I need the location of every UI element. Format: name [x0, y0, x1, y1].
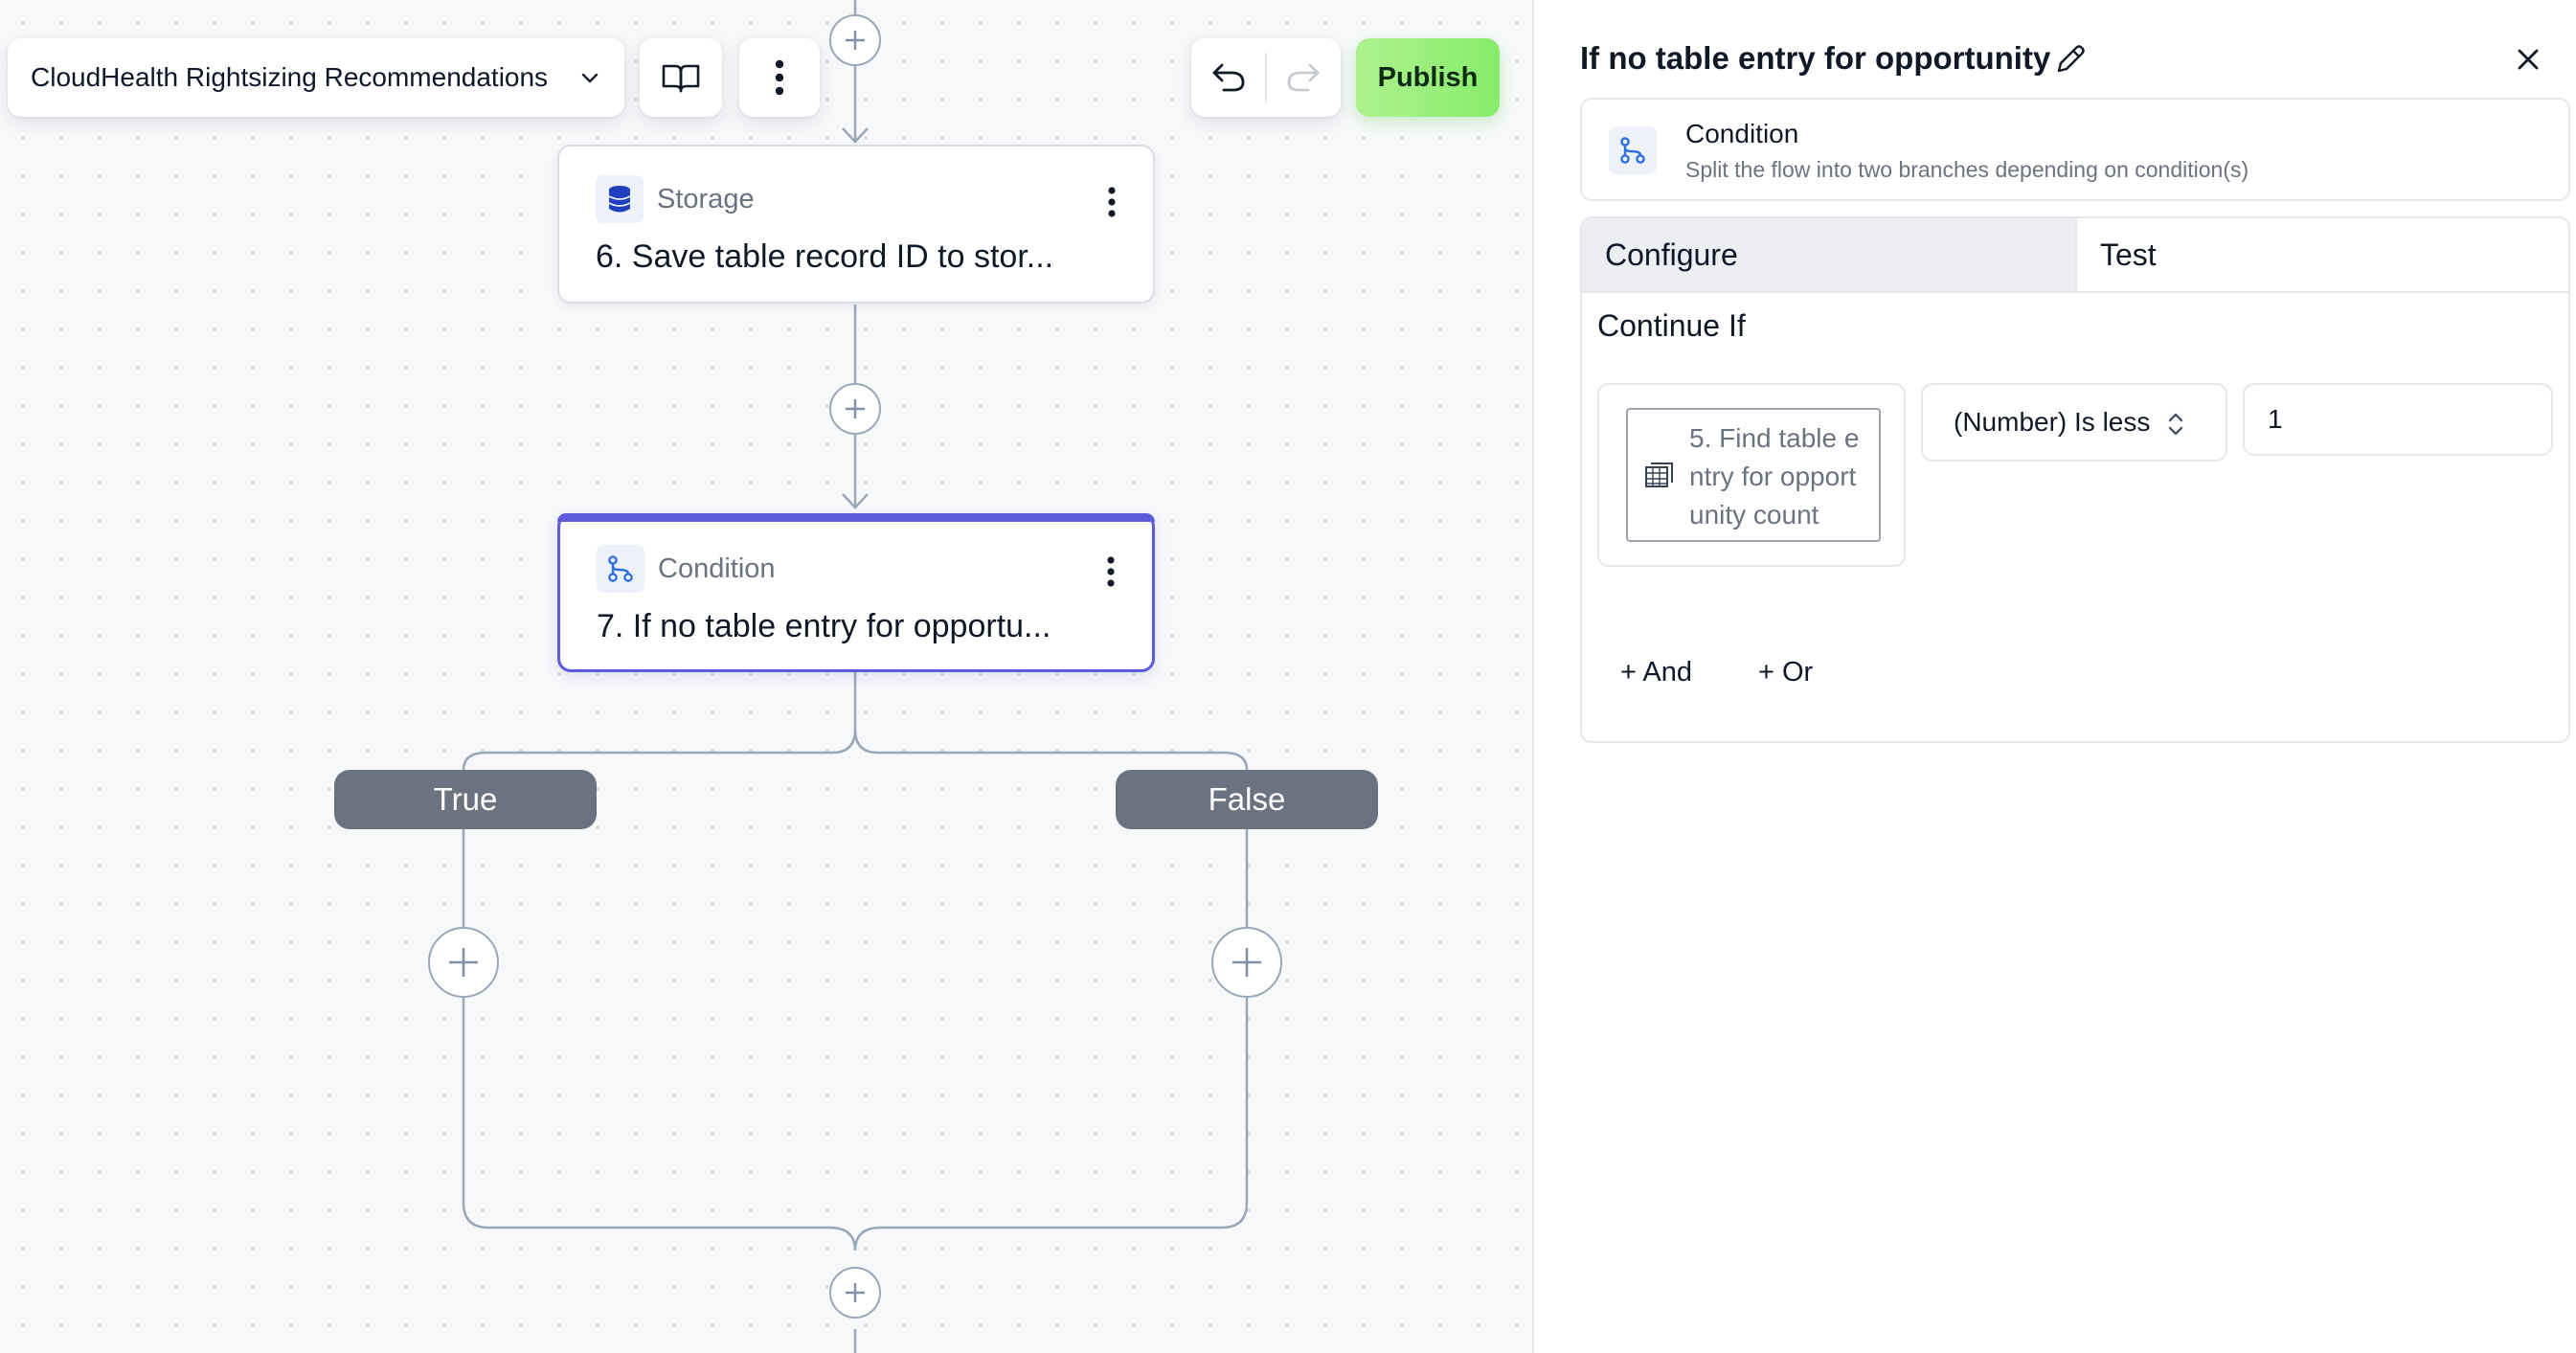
flow-selector[interactable]: CloudHealth Rightsizing Recommendations: [8, 38, 624, 117]
close-button[interactable]: [2509, 40, 2547, 79]
add-step-true-button[interactable]: [428, 927, 499, 998]
node-kind: Condition: [658, 552, 776, 584]
continue-if-label: Continue If: [1597, 308, 1746, 343]
database-icon: [596, 175, 644, 223]
branch-icon: [597, 545, 644, 593]
undo-button[interactable]: [1191, 38, 1265, 117]
add-step-false-button[interactable]: [1211, 927, 1282, 998]
add-step-button[interactable]: [829, 1267, 881, 1319]
chevron-down-icon: [581, 73, 599, 83]
plus-icon: [449, 948, 478, 977]
arrow-head-top: [842, 127, 869, 144]
add-and-button[interactable]: + And: [1620, 657, 1692, 688]
branch-true-label: True: [334, 770, 597, 829]
tab-configure[interactable]: Configure: [1582, 218, 2075, 291]
chevron-up-down-icon: [2168, 413, 2183, 436]
plus-icon: [846, 31, 865, 50]
node-kind: Storage: [657, 183, 755, 214]
add-or-button[interactable]: + Or: [1758, 657, 1814, 688]
undo-icon: [1212, 63, 1244, 92]
kebab-icon: [1107, 556, 1115, 587]
close-icon: [2518, 49, 2539, 70]
plus-icon: [846, 1283, 865, 1302]
condition-operator-select[interactable]: (Number) Is less: [1921, 383, 2227, 462]
connector-true: [462, 672, 857, 771]
condition-variable-field[interactable]: 5. Find table entry for opportunity coun…: [1626, 408, 1881, 542]
undo-redo-group: [1191, 38, 1341, 117]
redo-icon: [1288, 63, 1320, 92]
node-menu-button[interactable]: [1096, 552, 1125, 591]
kebab-icon: [775, 59, 784, 96]
flow-canvas[interactable]: CloudHealth Rightsizing Recommendations: [0, 0, 1534, 1353]
branch-false-label: False: [1116, 770, 1378, 829]
step-info-card: Condition Split the flow into two branch…: [1580, 98, 2570, 201]
operator-value: (Number) Is less: [1954, 407, 2151, 437]
tab-bar: Configure Test: [1582, 218, 2568, 293]
redo-button[interactable]: [1267, 38, 1341, 117]
plus-icon: [1232, 948, 1261, 977]
step-description: Split the flow into two branches dependi…: [1685, 157, 2249, 182]
add-step-button[interactable]: [829, 383, 881, 435]
step-name: Condition: [1685, 119, 1799, 148]
table-icon: [1645, 462, 1673, 487]
pencil-icon[interactable]: [2053, 42, 2088, 77]
node-label: 7. If no table entry for opportu...: [597, 608, 1051, 644]
plus-icon: [846, 399, 865, 418]
book-icon: [662, 64, 700, 93]
condition-variable-box: 5. Find table entry for opportunity coun…: [1597, 383, 1906, 567]
connector-false-merge: [853, 829, 1249, 1252]
branch-icon: [1609, 126, 1657, 174]
docs-button[interactable]: [640, 38, 722, 117]
arrow-head-condition: [842, 493, 869, 509]
flow-node-storage[interactable]: Storage 6. Save table record ID to stor.…: [557, 145, 1155, 304]
connector-true-merge: [462, 829, 857, 1252]
condition-value-input[interactable]: 1: [2243, 383, 2553, 456]
node-menu-button[interactable]: [1097, 183, 1126, 221]
condition-variable-text: 5. Find table entry for opportunity coun…: [1689, 423, 1860, 530]
add-step-button[interactable]: [829, 14, 881, 66]
node-label: 6. Save table record ID to stor...: [596, 238, 1054, 275]
step-settings-panel: If no table entry for opportunity Condit…: [1534, 0, 2576, 1353]
panel-title: If no table entry for opportunity: [1580, 40, 2051, 76]
flow-name: CloudHealth Rightsizing Recommendations: [31, 62, 549, 92]
config-card: Configure Test Continue If 5. Find table…: [1580, 216, 2570, 743]
connector-false: [853, 729, 1249, 771]
flow-node-condition[interactable]: Condition 7. If no table entry for oppor…: [557, 513, 1155, 672]
kebab-icon: [1108, 187, 1116, 217]
tab-test[interactable]: Test: [2075, 218, 2568, 291]
more-options-button[interactable]: [739, 38, 820, 117]
divider: [1265, 53, 1267, 102]
connector-lines: [462, 0, 1249, 1353]
publish-button[interactable]: Publish: [1356, 38, 1500, 117]
